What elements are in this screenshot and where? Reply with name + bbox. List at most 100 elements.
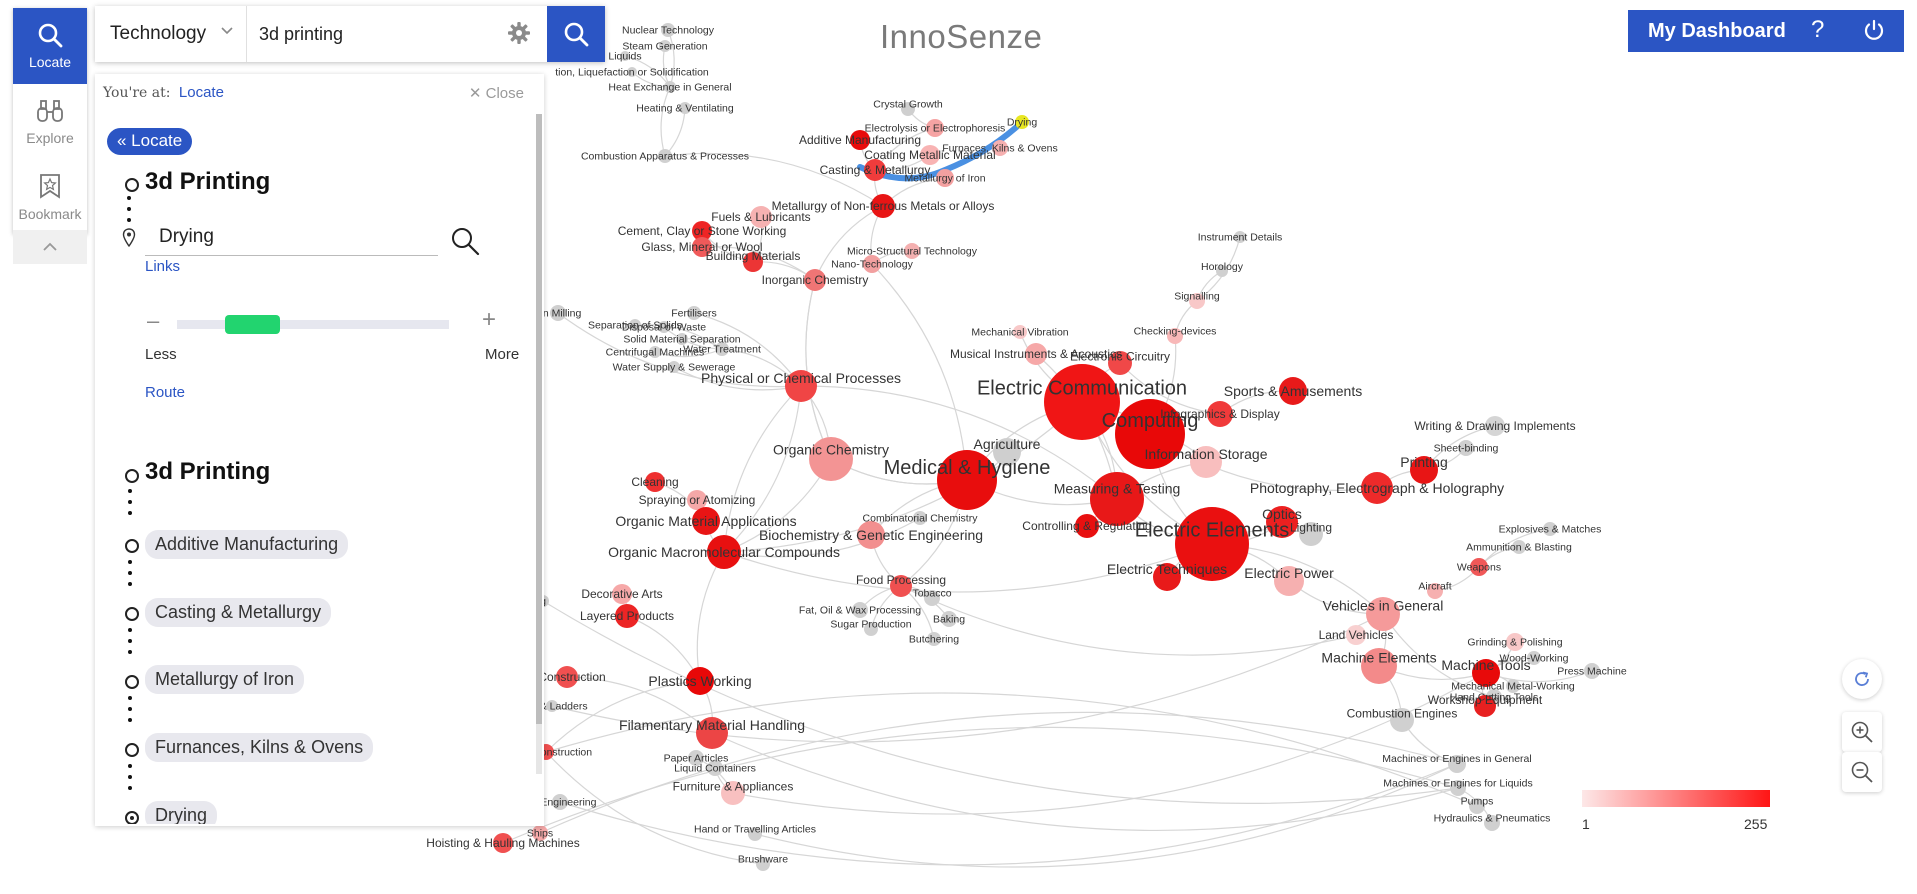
graph-node[interactable] bbox=[627, 67, 637, 77]
gear-icon[interactable] bbox=[507, 21, 531, 45]
search-submit-button[interactable] bbox=[547, 6, 605, 62]
graph-node[interactable] bbox=[1527, 651, 1541, 665]
graph-node[interactable] bbox=[936, 169, 954, 187]
links-increase-button[interactable]: + bbox=[482, 306, 497, 333]
graph-node[interactable] bbox=[692, 221, 712, 241]
graph-node[interactable] bbox=[1427, 583, 1443, 599]
graph-node[interactable] bbox=[1216, 265, 1228, 277]
graph-node[interactable] bbox=[1361, 648, 1397, 684]
graph-node[interactable] bbox=[1175, 507, 1249, 581]
graph-node[interactable] bbox=[1190, 446, 1222, 478]
help-button[interactable]: ? bbox=[1811, 16, 1825, 43]
graph-node[interactable] bbox=[1390, 708, 1414, 732]
graph-node[interactable] bbox=[664, 81, 676, 93]
graph-node[interactable] bbox=[615, 604, 639, 628]
graph-node[interactable] bbox=[924, 590, 940, 606]
route-step-chip[interactable]: Additive Manufacturing bbox=[145, 530, 349, 559]
graph-node[interactable] bbox=[1013, 325, 1027, 339]
graph-node[interactable] bbox=[1469, 798, 1485, 814]
graph-node[interactable] bbox=[1450, 780, 1466, 796]
graph-node[interactable] bbox=[1167, 328, 1183, 344]
close-panel-button[interactable]: ✕ Close bbox=[469, 84, 524, 102]
graph-node[interactable] bbox=[850, 130, 870, 150]
graph-node[interactable] bbox=[707, 535, 741, 569]
graph-node[interactable] bbox=[920, 145, 940, 165]
graph-node[interactable] bbox=[864, 159, 886, 181]
graph-node[interactable] bbox=[804, 269, 826, 291]
graph-node[interactable] bbox=[1512, 540, 1526, 554]
graph-node[interactable] bbox=[1470, 558, 1488, 576]
graph-node[interactable] bbox=[696, 717, 728, 749]
graph-node[interactable] bbox=[1299, 522, 1323, 546]
graph-node[interactable] bbox=[1075, 514, 1099, 538]
graph-node[interactable] bbox=[992, 140, 1008, 156]
rail-bookmark-button[interactable]: Bookmark bbox=[13, 159, 87, 234]
graph-node[interactable] bbox=[532, 825, 548, 841]
graph-node[interactable] bbox=[1346, 625, 1366, 645]
graph-node[interactable] bbox=[1189, 293, 1205, 309]
graph-node[interactable] bbox=[676, 333, 688, 345]
graph-node[interactable] bbox=[1458, 440, 1474, 456]
graph-node[interactable] bbox=[901, 102, 915, 116]
graph-node[interactable] bbox=[748, 827, 762, 841]
graph-node[interactable] bbox=[864, 622, 878, 636]
graph-node[interactable] bbox=[926, 119, 944, 137]
route-step-chip[interactable]: Furnances, Kilns & Ovens bbox=[145, 733, 374, 762]
graph-node[interactable] bbox=[809, 437, 853, 481]
graph-node[interactable] bbox=[649, 346, 661, 358]
links-decrease-button[interactable]: – bbox=[147, 308, 160, 333]
graph-node[interactable] bbox=[659, 40, 671, 52]
graph-node[interactable] bbox=[857, 521, 885, 549]
graph-node[interactable] bbox=[871, 194, 895, 218]
graph-node[interactable] bbox=[1115, 399, 1185, 469]
graph-node[interactable] bbox=[552, 794, 568, 810]
graph-node[interactable] bbox=[1361, 472, 1393, 504]
graph-node[interactable] bbox=[661, 23, 675, 37]
graph-node[interactable] bbox=[1484, 815, 1500, 831]
reset-view-button[interactable] bbox=[1842, 659, 1882, 699]
breadcrumb-current[interactable]: Locate bbox=[178, 84, 224, 101]
panel-scrollbar[interactable] bbox=[536, 114, 542, 774]
graph-node[interactable] bbox=[1506, 679, 1520, 693]
rail-explore-button[interactable]: Explore bbox=[13, 84, 87, 159]
graph-node[interactable] bbox=[941, 611, 957, 627]
graph-node[interactable] bbox=[913, 511, 927, 525]
route-step-chip[interactable]: Drying bbox=[145, 801, 218, 824]
graph-node[interactable] bbox=[1266, 506, 1298, 538]
route-step-chip[interactable]: Metallurgy of Iron bbox=[145, 665, 305, 694]
graph-node[interactable] bbox=[493, 833, 513, 853]
graph-node[interactable] bbox=[629, 319, 641, 331]
graph-node[interactable] bbox=[904, 243, 920, 259]
graph-node[interactable] bbox=[687, 306, 701, 320]
graph-node[interactable] bbox=[556, 666, 578, 688]
graph-node[interactable] bbox=[1366, 597, 1400, 631]
graph-node[interactable] bbox=[546, 700, 558, 712]
graph-node[interactable] bbox=[756, 857, 770, 871]
graph-node[interactable] bbox=[1506, 633, 1524, 651]
destination-input[interactable]: Drying bbox=[145, 218, 438, 256]
graph-node[interactable] bbox=[927, 632, 941, 646]
graph-node[interactable] bbox=[1153, 563, 1181, 591]
graph-node[interactable] bbox=[1025, 343, 1047, 365]
graph-node[interactable] bbox=[1584, 663, 1600, 679]
graph-node[interactable] bbox=[721, 781, 745, 805]
category-select[interactable]: Technology bbox=[95, 6, 247, 62]
graph-node[interactable] bbox=[785, 370, 817, 402]
panel-scrollbar-thumb[interactable] bbox=[536, 114, 542, 724]
power-icon[interactable] bbox=[1863, 19, 1885, 41]
graph-node[interactable] bbox=[1543, 522, 1557, 536]
graph-node[interactable] bbox=[686, 667, 714, 695]
graph-node[interactable] bbox=[1090, 472, 1144, 526]
graph-node[interactable] bbox=[645, 472, 665, 492]
graph-node[interactable] bbox=[743, 252, 763, 272]
graph-node[interactable] bbox=[692, 237, 712, 257]
graph-node[interactable] bbox=[1207, 401, 1233, 427]
panel-scroll-area[interactable]: « Locate 3d Printing Drying Links – + Le… bbox=[95, 114, 544, 824]
back-to-locate-button[interactable]: « Locate bbox=[107, 128, 193, 155]
zoom-out-button[interactable] bbox=[1842, 752, 1882, 792]
links-slider-track[interactable] bbox=[177, 320, 449, 329]
graph-node[interactable] bbox=[692, 507, 720, 535]
graph-node[interactable] bbox=[852, 602, 868, 618]
graph-node[interactable] bbox=[1044, 364, 1120, 440]
